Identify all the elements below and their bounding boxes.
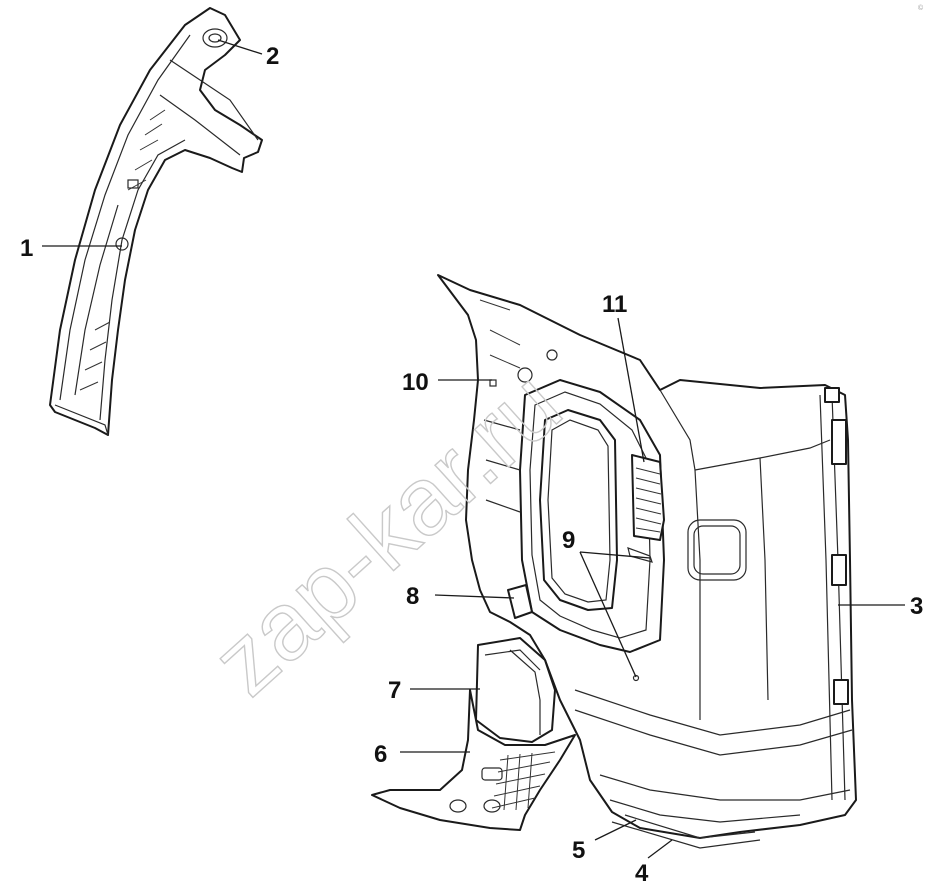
- callout-4: 4: [635, 860, 649, 887]
- callout-5: 5: [572, 837, 585, 864]
- leader-lines: [42, 39, 905, 859]
- callout-labels: 1 2 3 4 5 6 7 8 9 10 11: [20, 43, 923, 887]
- callout-9: 9: [562, 527, 575, 554]
- callout-11: 11: [602, 291, 627, 318]
- a-pillar-trim: [49, 7, 263, 436]
- callout-10: 10: [402, 369, 429, 396]
- callout-8: 8: [406, 583, 419, 610]
- rear-trim-assembly: [371, 274, 857, 849]
- callout-6: 6: [374, 741, 387, 768]
- corner-mark: ©: [918, 4, 924, 12]
- callout-1: 1: [20, 235, 33, 262]
- callout-7: 7: [388, 677, 401, 704]
- callout-3: 3: [910, 593, 923, 620]
- callout-2: 2: [266, 43, 279, 70]
